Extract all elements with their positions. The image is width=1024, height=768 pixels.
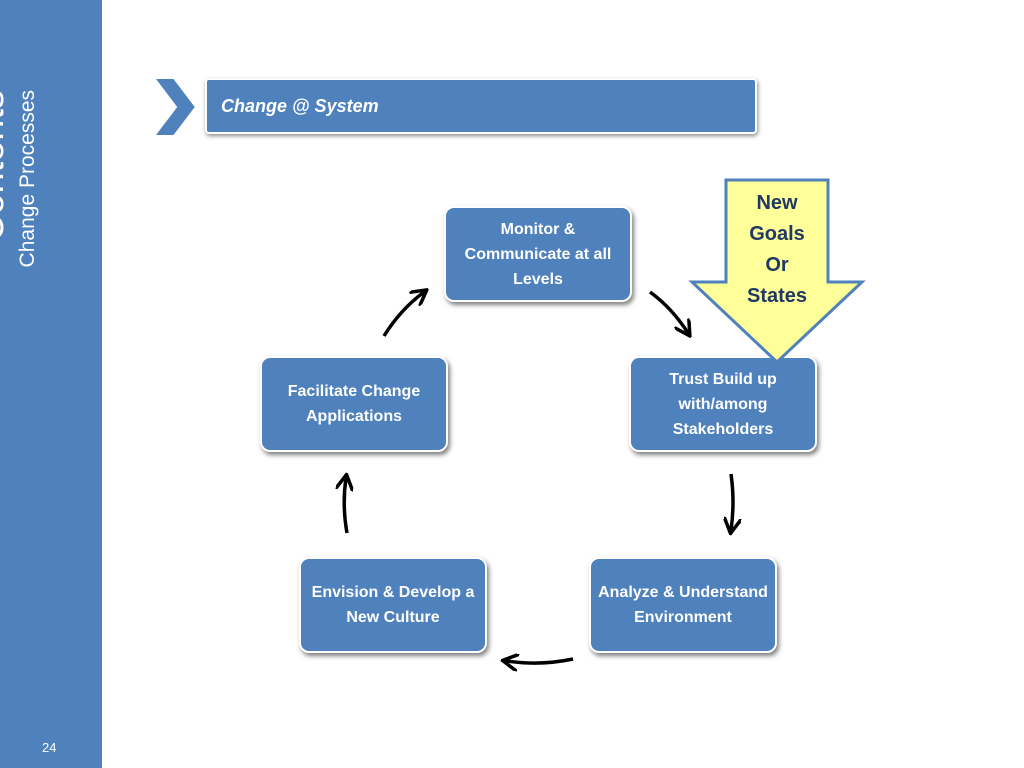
sidebar-title: Contents [0, 90, 12, 243]
callout-line-1: New [756, 192, 798, 214]
node-facilitate: Facilitate Change Applications [260, 356, 448, 452]
callout-line-4: States [746, 285, 808, 307]
arrow-trust-to-analyze [731, 473, 733, 530]
node-monitor-label: Monitor & Communicate at all Levels [464, 220, 612, 288]
node-trust: Trust Build up with/among Stakeholders [629, 356, 817, 452]
node-analyze-label: Analyze & Understand Environment [598, 584, 768, 626]
node-facilitate-label: Facilitate Change Applications [287, 383, 421, 425]
callout-line-3: Or [765, 254, 789, 276]
chevron-icon [152, 77, 198, 137]
sidebar: Contents Change Processes 24 [0, 0, 102, 768]
section-banner: Change @ System [205, 78, 757, 134]
arrow-facilitate-to-monitor [382, 292, 424, 337]
arrow-envision-to-facilitate [344, 478, 347, 534]
sidebar-subtitle: Change Processes [16, 90, 39, 268]
node-analyze: Analyze & Understand Environment [589, 557, 777, 653]
banner-title: Change @ System [221, 95, 379, 116]
page-number: 24 [42, 740, 57, 755]
sidebar-titles: Contents Change Processes [0, 90, 160, 350]
node-trust-label: Trust Build up with/among Stakeholders [669, 370, 777, 438]
new-goals-callout-text: New Goals Or States [734, 188, 820, 312]
node-monitor: Monitor & Communicate at all Levels [444, 206, 632, 302]
arrow-analyze-to-envision [506, 659, 574, 663]
node-envision-label: Envision & Develop a New Culture [311, 584, 475, 626]
node-envision: Envision & Develop a New Culture [299, 557, 487, 653]
arrow-monitor-to-trust [648, 290, 688, 333]
callout-line-2: Goals [749, 223, 805, 245]
